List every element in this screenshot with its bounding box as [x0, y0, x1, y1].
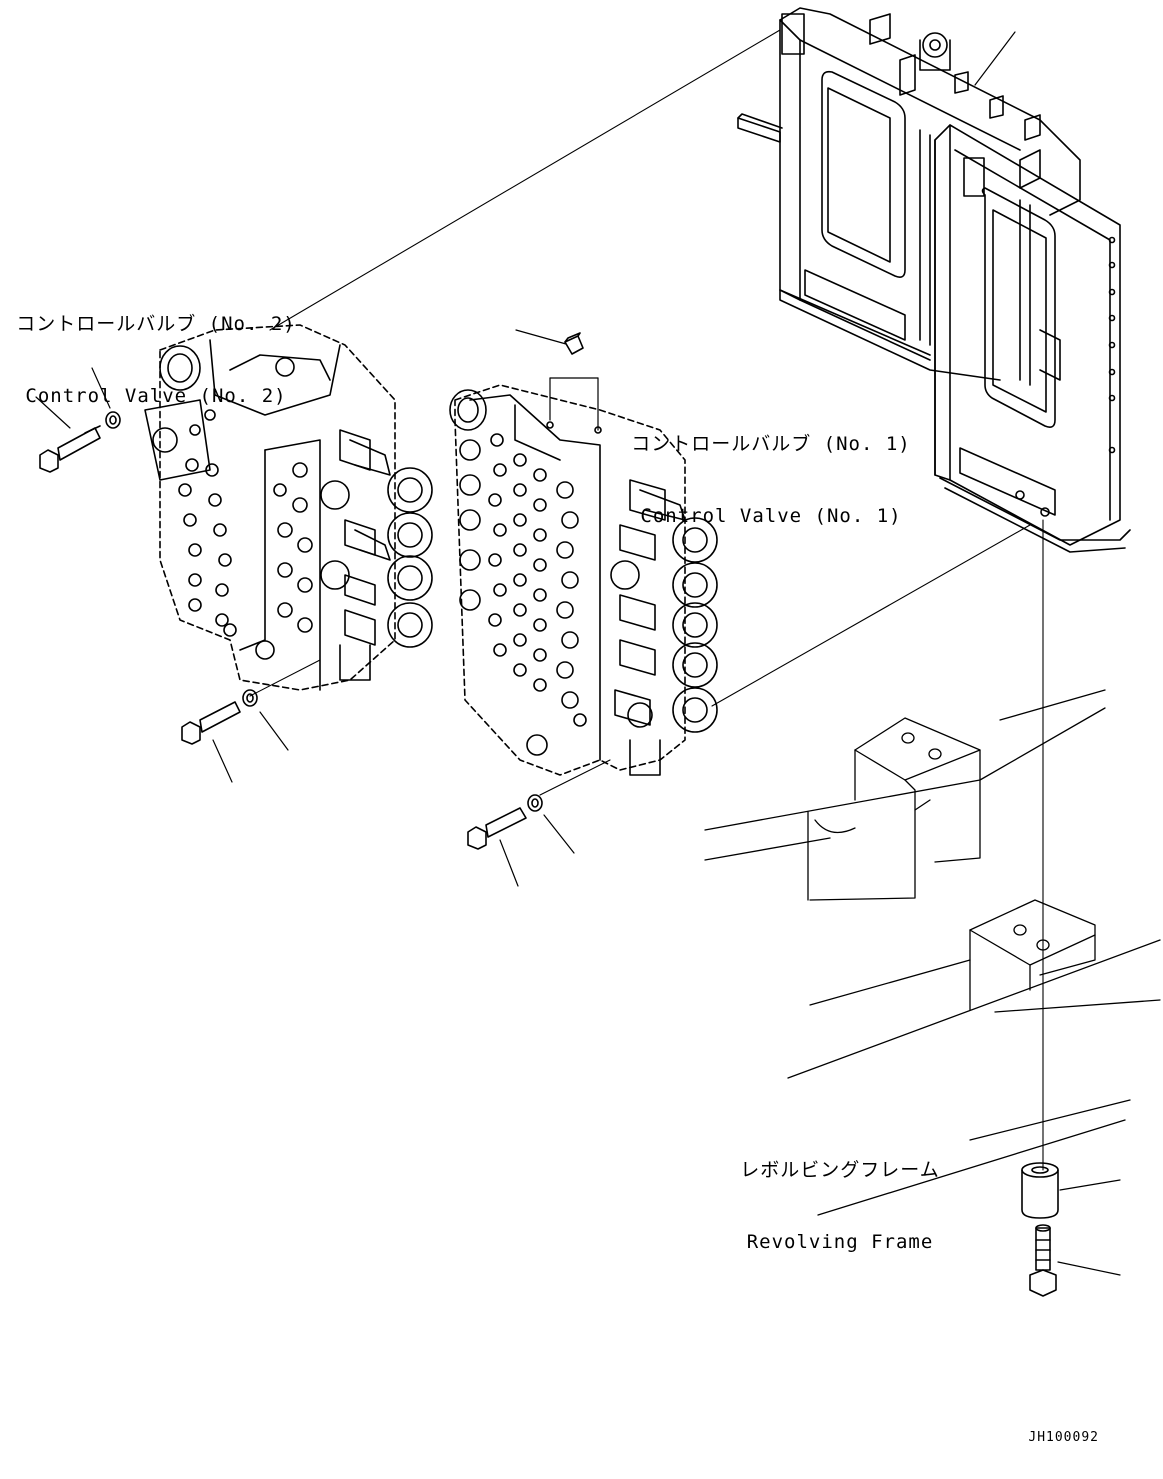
label-revolving-frame-jp: レボルビングフレーム — [740, 1159, 940, 1181]
alignment-line — [270, 30, 780, 330]
label-control-valve-no2: コントロールバルブ (No. 2) Control Valve (No. 2) — [6, 264, 306, 432]
bolt-center — [468, 808, 526, 849]
washer-upper-left — [106, 412, 120, 428]
bolt-lower-left — [182, 702, 240, 744]
plug — [565, 333, 583, 354]
control-valve-no2 — [145, 325, 432, 690]
valve-mounting-bracket — [738, 8, 1130, 552]
label-control-valve-no1-jp: コントロールバルブ (No. 1) — [631, 433, 911, 455]
bracket-leader — [975, 32, 1015, 85]
label-control-valve-no2-en: Control Valve (No. 2) — [25, 385, 287, 407]
revolving-frame — [705, 690, 1160, 1215]
label-control-valve-no1-en: Control Valve (No. 1) — [640, 505, 902, 527]
bolt-upper-left — [40, 426, 100, 472]
label-control-valve-no1: コントロールバルブ (No. 1) Control Valve (No. 1) — [626, 384, 916, 552]
washer-lower-left — [243, 690, 257, 706]
label-control-valve-no2-jp: コントロールバルブ (No. 2) — [16, 313, 296, 335]
washer-center — [528, 795, 542, 811]
bolt-vertical — [1030, 1225, 1056, 1296]
label-revolving-frame-en: Revolving Frame — [746, 1231, 934, 1253]
spacer-collar — [1022, 1163, 1058, 1218]
document-id: JH100092 — [1028, 1430, 1099, 1445]
control-valve-no1 — [450, 378, 717, 775]
label-revolving-frame: レボルビングフレーム Revolving Frame — [730, 1110, 950, 1278]
